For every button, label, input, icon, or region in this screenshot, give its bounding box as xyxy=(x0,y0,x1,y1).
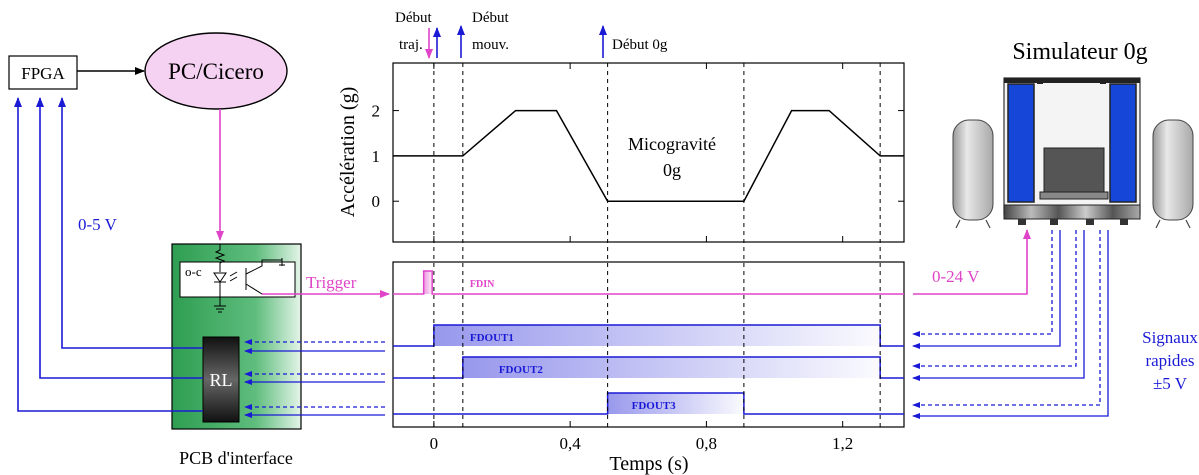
cabin-foot-1 xyxy=(1018,219,1026,225)
y-axis-label: Accélération (g) xyxy=(337,87,359,217)
top-plot-frame xyxy=(392,62,905,243)
cabin-top-bar xyxy=(1004,78,1140,83)
sim-signal-dashed-3 xyxy=(912,230,1101,408)
simulator-illustration xyxy=(952,77,1194,229)
rl-to-fpga-line-3 xyxy=(14,97,203,412)
x-tick-label: 0,8 xyxy=(696,434,717,453)
sim-signal-dashed-1 xyxy=(912,230,1053,337)
microgravity-label-line2: 0g xyxy=(663,160,681,180)
y-tick-label: 1 xyxy=(372,147,381,166)
cabin-foot-3 xyxy=(1086,219,1094,225)
signal-fill xyxy=(433,325,881,346)
fpga-label: FPGA xyxy=(21,64,65,83)
signals-label-line2: rapides xyxy=(1145,351,1194,370)
cabin-seat xyxy=(1043,147,1105,193)
rl-to-fpga-line-1 xyxy=(58,97,203,349)
ground-icon xyxy=(214,305,226,313)
voltage-right-label: 0-24 V xyxy=(932,267,980,286)
cabin-floor xyxy=(1003,204,1141,220)
cabin-right-panel xyxy=(1109,83,1137,203)
pc-ellipse xyxy=(144,32,288,110)
signal-label: FDOUT1 xyxy=(470,332,514,344)
microgravity-label-line1: Micogravité xyxy=(628,134,716,154)
signal-trace xyxy=(393,270,904,295)
pcb-board: o-c RL xyxy=(171,243,302,430)
event-mouv-line2: mouv. xyxy=(472,37,509,53)
x-axis-label: Temps (s) xyxy=(609,453,688,475)
bottom-plot-frame xyxy=(392,261,905,428)
trigger-to-simulator-line xyxy=(913,229,1031,295)
signal-label: FDIN xyxy=(470,279,495,290)
event-traj-line2: traj. xyxy=(399,37,423,53)
x-tick-label: 0,4 xyxy=(560,434,582,453)
rl-relay xyxy=(202,336,240,423)
left-cylinder-icon xyxy=(952,119,994,229)
light-rays-icon xyxy=(229,271,238,282)
y-tick-label: 2 xyxy=(372,102,381,121)
event-traj-line1: Début xyxy=(395,10,432,26)
signal-fill xyxy=(462,357,881,378)
cabin-foot-4 xyxy=(1120,219,1128,225)
signal-label: FDOUT3 xyxy=(632,400,677,412)
y-tick-label: 0 xyxy=(372,192,381,211)
event-0g-label: Début 0g xyxy=(612,37,668,53)
optocoupler-box xyxy=(179,261,296,298)
signal-trace xyxy=(393,356,904,379)
rl-label: RL xyxy=(209,370,232,390)
sim-signal-solid-3 xyxy=(912,230,1109,419)
signals-label-line1: Signaux xyxy=(1142,328,1198,347)
cabin-foot-2 xyxy=(1050,219,1058,225)
x-axis-ticks: 0 0,4 0,8 1,2 xyxy=(430,421,853,453)
signals-label-line3: ±5 V xyxy=(1153,374,1188,393)
acceleration-curve xyxy=(393,109,904,202)
signal-trace xyxy=(393,324,904,347)
x-tick-label: 0 xyxy=(430,434,439,453)
rl-to-fpga-line-2 xyxy=(36,97,203,379)
x-tick-label: 1,2 xyxy=(832,434,853,453)
event-annotations: Début traj. Début mouv. Début 0g xyxy=(395,10,668,59)
simulator-title: Simulateur 0g xyxy=(1012,39,1147,65)
signal-label: FDOUT2 xyxy=(499,364,544,376)
event-mouv-line1: Début xyxy=(472,10,509,26)
cabin-bolt-left xyxy=(1037,78,1043,84)
sim-signal-solid-1 xyxy=(912,230,1061,349)
acceleration-chart: 0 1 2 Accélération (g) Micogravité 0g xyxy=(337,62,905,243)
cabin-seat-base xyxy=(1039,191,1109,200)
cabin-bolt-right xyxy=(1100,78,1106,84)
fpga-box xyxy=(8,55,78,90)
sim-signal-solid-2 xyxy=(912,230,1085,381)
trigger-label: Trigger xyxy=(306,273,357,292)
signal-fill xyxy=(607,393,744,414)
pc-cicero-node: PC/Cicero xyxy=(144,32,288,110)
sim-signal-dashed-2 xyxy=(912,230,1077,369)
right-cylinder-icon xyxy=(1152,119,1194,229)
oc-label: o-c xyxy=(185,264,202,279)
pcb-caption: PCB d'interface xyxy=(179,448,293,468)
cabin-left-panel xyxy=(1007,83,1035,203)
signal-fill xyxy=(423,271,433,294)
pc-label: PC/Cicero xyxy=(168,59,264,84)
voltage-left-label: 0-5 V xyxy=(78,215,118,234)
signal-trace xyxy=(393,392,904,415)
fpga-block: FPGA xyxy=(8,55,78,90)
led-icon xyxy=(213,272,227,306)
resistor-icon xyxy=(214,244,226,272)
